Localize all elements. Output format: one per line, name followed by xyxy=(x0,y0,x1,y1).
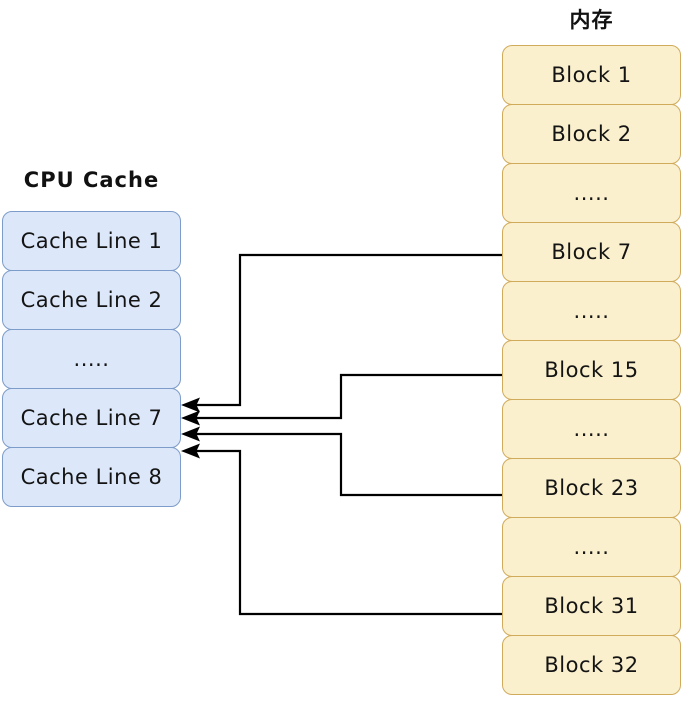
memory-block-box: ..... xyxy=(502,517,681,577)
arrowhead-block-31 xyxy=(181,443,200,459)
arrowhead-block-23 xyxy=(181,426,200,442)
arrowhead-block-15 xyxy=(181,410,200,426)
arrow-block-31-to-cache-line-7 xyxy=(196,449,502,616)
arrowhead-block-7 xyxy=(181,397,200,413)
memory-block-box: Block 15 xyxy=(502,340,681,400)
memory-block-box: Block 32 xyxy=(502,635,681,695)
memory-block-box: Block 1 xyxy=(502,45,681,105)
cache-line-box: Cache Line 1 xyxy=(2,211,181,271)
memory-block-box: ..... xyxy=(502,281,681,341)
cache-line-box: ..... xyxy=(2,329,181,389)
memory-block-box: Block 23 xyxy=(502,458,681,518)
cache-line-box: Cache Line 7 xyxy=(2,388,181,448)
memory-block-box: ..... xyxy=(502,399,681,459)
cache-line-box: Cache Line 2 xyxy=(2,270,181,330)
arrow-block-7-to-cache-line-7 xyxy=(196,253,502,407)
arrow-block-15-to-cache-line-7 xyxy=(196,373,502,420)
cache-line-box: Cache Line 8 xyxy=(2,447,181,507)
memory-block-box: ..... xyxy=(502,163,681,223)
arrow-block-23-to-cache-line-7 xyxy=(196,432,502,497)
memory-block-box: Block 2 xyxy=(502,104,681,164)
memory-title: 内存 xyxy=(569,8,614,32)
memory-block-box: Block 31 xyxy=(502,576,681,636)
cpu-cache-title: CPU Cache xyxy=(23,168,160,192)
memory-block-box: Block 7 xyxy=(502,222,681,282)
